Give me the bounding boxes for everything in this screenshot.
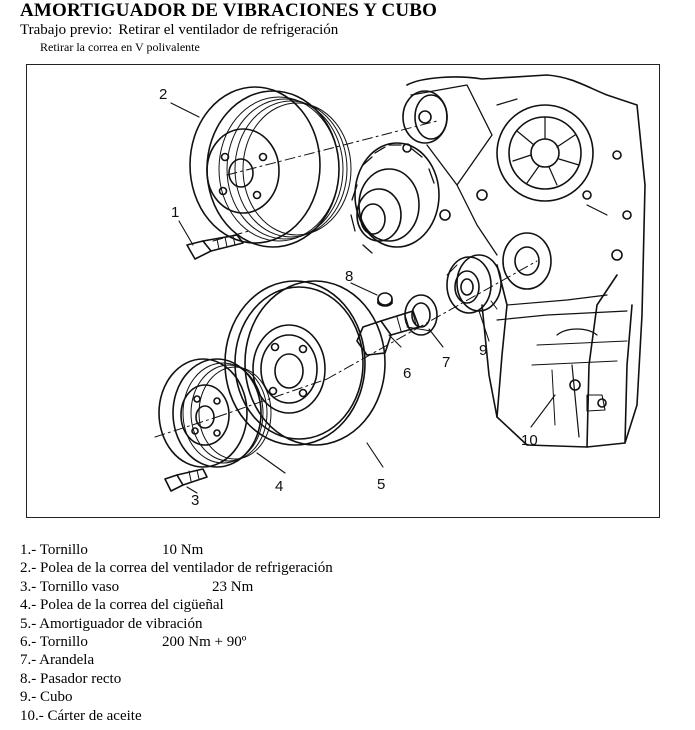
legend-item-text: 5.- Amortiguador de vibración bbox=[20, 615, 203, 632]
legend-item-spec: 10 Nm bbox=[162, 542, 204, 558]
prework-label: Trabajo previo: bbox=[20, 22, 113, 38]
page-title: AMORTIGUADOR DE VIBRACIONES Y CUBO bbox=[20, 0, 438, 21]
fan-pulley-drawing bbox=[189, 86, 352, 248]
engine-block-drawing bbox=[406, 74, 646, 448]
callout-9: 9 bbox=[479, 342, 487, 359]
exploded-diagram: 2 1 3 4 5 6 7 8 9 10 bbox=[26, 64, 660, 518]
washer-7-drawing bbox=[404, 294, 438, 336]
legend-item-text: 1.- Tornillo bbox=[20, 542, 88, 558]
parts-legend: 1.- Tornillo 10 Nm 2.- Polea de la corre… bbox=[20, 541, 680, 725]
bolt-1-drawing bbox=[186, 234, 244, 260]
legend-item: 1.- Tornillo 10 Nm bbox=[20, 541, 680, 559]
legend-item-text: 6.- Tornillo bbox=[20, 633, 88, 650]
callout-1: 1 bbox=[171, 204, 179, 221]
legend-item: 8.- Pasador recto bbox=[20, 670, 680, 688]
legend-item-text: 8.- Pasador recto bbox=[20, 670, 122, 687]
legend-item: 3.- Tornillo vaso 23 Nm bbox=[20, 578, 680, 596]
legend-item: 10.- Cárter de aceite bbox=[20, 707, 680, 725]
legend-item-text: 4.- Polea de la correa del cigüeñal bbox=[20, 597, 224, 614]
legend-item-text: 9.- Cubo bbox=[20, 689, 73, 706]
dowel-pin-8-drawing bbox=[377, 292, 393, 307]
vibration-damper-drawing bbox=[224, 280, 386, 446]
legend-item-text: 2.- Polea de la correa del ventilador de… bbox=[20, 560, 333, 577]
callout-6: 6 bbox=[403, 365, 411, 382]
alignment-axes bbox=[154, 120, 538, 438]
legend-item-text: 10.- Cárter de aceite bbox=[20, 707, 142, 724]
bolt-3-drawing bbox=[164, 468, 208, 492]
callout-2: 2 bbox=[159, 86, 167, 103]
legend-item-spec: 23 Nm bbox=[212, 578, 254, 595]
hub-9-drawing bbox=[446, 232, 552, 314]
prework-line: Trabajo previo: Retirar el ventilador de … bbox=[20, 22, 338, 39]
callout-3: 3 bbox=[191, 492, 199, 509]
legend-item: 9.- Cubo bbox=[20, 688, 680, 706]
diagram-drawing: 2 1 3 4 5 6 7 8 9 10 bbox=[154, 74, 646, 509]
callout-4: 4 bbox=[275, 478, 283, 495]
tensioner-pulley-drawing bbox=[402, 84, 498, 256]
alternator-drawing bbox=[350, 142, 440, 254]
callout-10: 10 bbox=[521, 432, 538, 449]
legend-item-text: 3.- Tornillo vaso bbox=[20, 578, 120, 595]
prework-subnote: Retirar la correa en V polivalente bbox=[40, 40, 200, 54]
callout-8: 8 bbox=[345, 268, 353, 285]
prework-value: Retirar el ventilador de refrigeración bbox=[118, 22, 339, 38]
leader-lines bbox=[170, 102, 556, 494]
legend-item: 4.- Polea de la correa del cigüeñal bbox=[20, 596, 680, 614]
legend-item: 5.- Amortiguador de vibración bbox=[20, 615, 680, 633]
fan-hub-drawing bbox=[496, 98, 608, 216]
crank-pulley-drawing bbox=[158, 358, 272, 468]
legend-item: 7.- Arandela bbox=[20, 651, 680, 669]
legend-item-spec: 200 Nm + 90º bbox=[162, 633, 247, 650]
legend-item-text: 7.- Arandela bbox=[20, 652, 95, 669]
callout-5: 5 bbox=[377, 476, 385, 493]
legend-item: 6.- Tornillo 200 Nm + 90º bbox=[20, 633, 680, 651]
callout-7: 7 bbox=[442, 354, 450, 371]
legend-item: 2.- Polea de la correa del ventilador de… bbox=[20, 559, 680, 577]
